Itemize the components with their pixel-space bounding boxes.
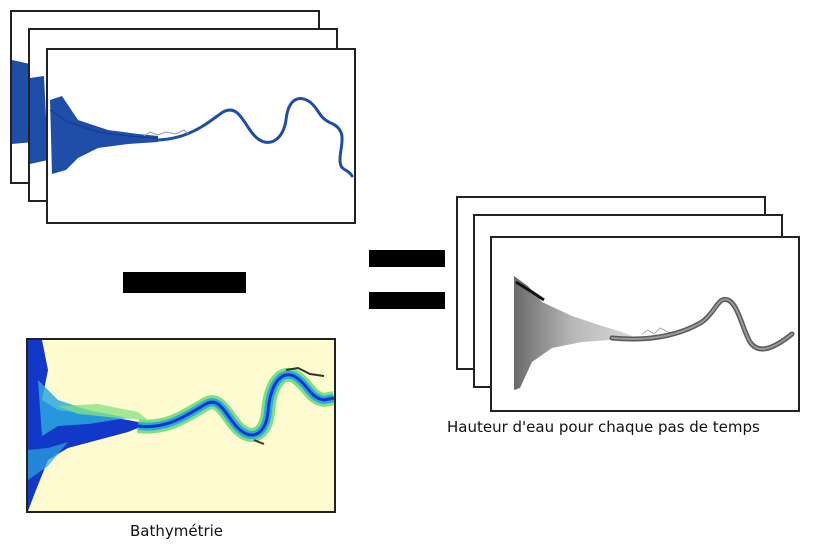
minus-operator: [123, 272, 246, 293]
water-surface-front-image: [49, 96, 354, 178]
water-height-estuary: [514, 276, 632, 390]
water-height-frame-front[interactable]: [490, 236, 800, 412]
water-height-caption: Hauteur d'eau pour chaque pas de temps: [447, 418, 760, 436]
river-channel: [146, 97, 354, 178]
bathymetry-caption: Bathymétrie: [130, 522, 224, 540]
equals-operator-bottom-bar: [369, 292, 445, 309]
bathymetry-river-channel: [137, 373, 334, 437]
water-surface-middle-image: [30, 76, 48, 164]
bathymetry-map[interactable]: [26, 338, 336, 513]
bathymetry-image: [28, 340, 334, 511]
equals-operator-top-bar: [369, 250, 445, 267]
estuary-shape: [50, 96, 158, 174]
bathymetry-deep-zone: [28, 340, 148, 511]
water-height-front-image: [514, 276, 795, 390]
water-surface-frame-front[interactable]: [46, 48, 356, 224]
water-height-river-channel: [609, 296, 795, 352]
